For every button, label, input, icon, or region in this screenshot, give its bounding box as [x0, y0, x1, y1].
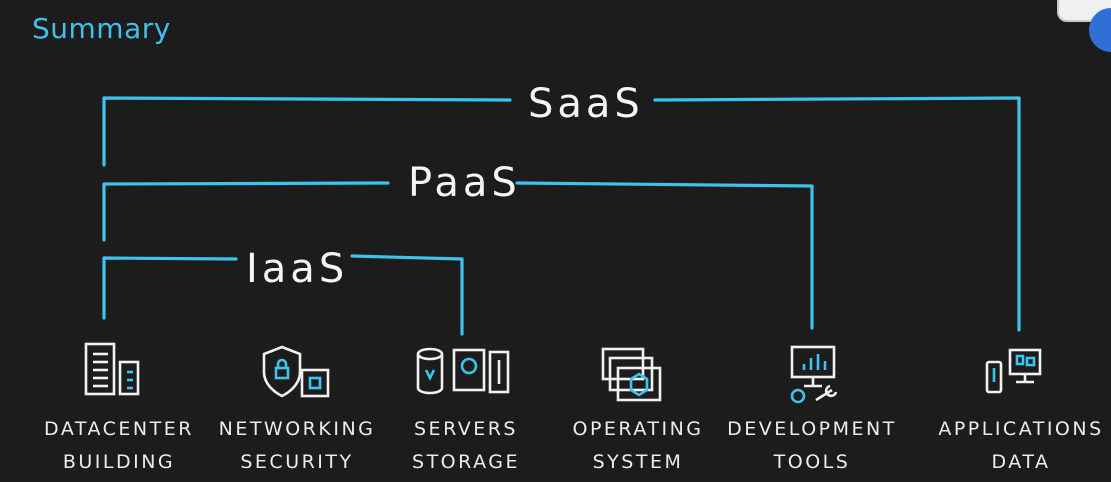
caption-line2: STORAGE — [412, 451, 520, 473]
datacenter-building-caption: DATACENTER BUILDING — [29, 413, 209, 479]
caption-line1: SERVERS — [414, 418, 518, 440]
operating-system-caption: OPERATING SYSTEM — [548, 413, 728, 479]
caption-line2: SECURITY — [240, 451, 354, 473]
iaas-bracket — [102, 254, 464, 336]
applications-data-caption: APPLICATIONS DATA — [931, 413, 1111, 479]
networking-security-icon — [260, 344, 332, 400]
development-tools-caption: DEVELOPMENT TOOLS — [722, 413, 902, 479]
caption-line1: NETWORKING — [218, 418, 376, 440]
caption-line2: SYSTEM — [592, 451, 684, 473]
paas-label: PaaS — [408, 160, 521, 206]
corner-overlay-dot — [1089, 8, 1111, 52]
caption-line1: DEVELOPMENT — [727, 418, 897, 440]
caption-line2: BUILDING — [62, 451, 176, 473]
caption-line1: APPLICATIONS — [938, 418, 1104, 440]
saas-label: SaaS — [528, 81, 644, 127]
caption-line2: DATA — [991, 451, 1051, 473]
datacenter-building-icon — [82, 340, 142, 400]
caption-line1: OPERATING — [572, 418, 704, 440]
servers-storage-icon — [414, 346, 514, 398]
servers-storage-caption: SERVERS STORAGE — [376, 413, 556, 479]
operating-system-icon — [600, 346, 664, 402]
caption-line1: DATACENTER — [44, 418, 194, 440]
page-title: Summary — [32, 12, 171, 45]
caption-line2: TOOLS — [773, 451, 851, 473]
development-tools-icon — [786, 344, 846, 406]
paas-bracket — [102, 181, 814, 330]
iaas-label: IaaS — [246, 246, 348, 292]
networking-security-caption: NETWORKING SECURITY — [207, 413, 387, 479]
saas-bracket — [102, 96, 1021, 332]
applications-data-icon — [982, 346, 1052, 398]
